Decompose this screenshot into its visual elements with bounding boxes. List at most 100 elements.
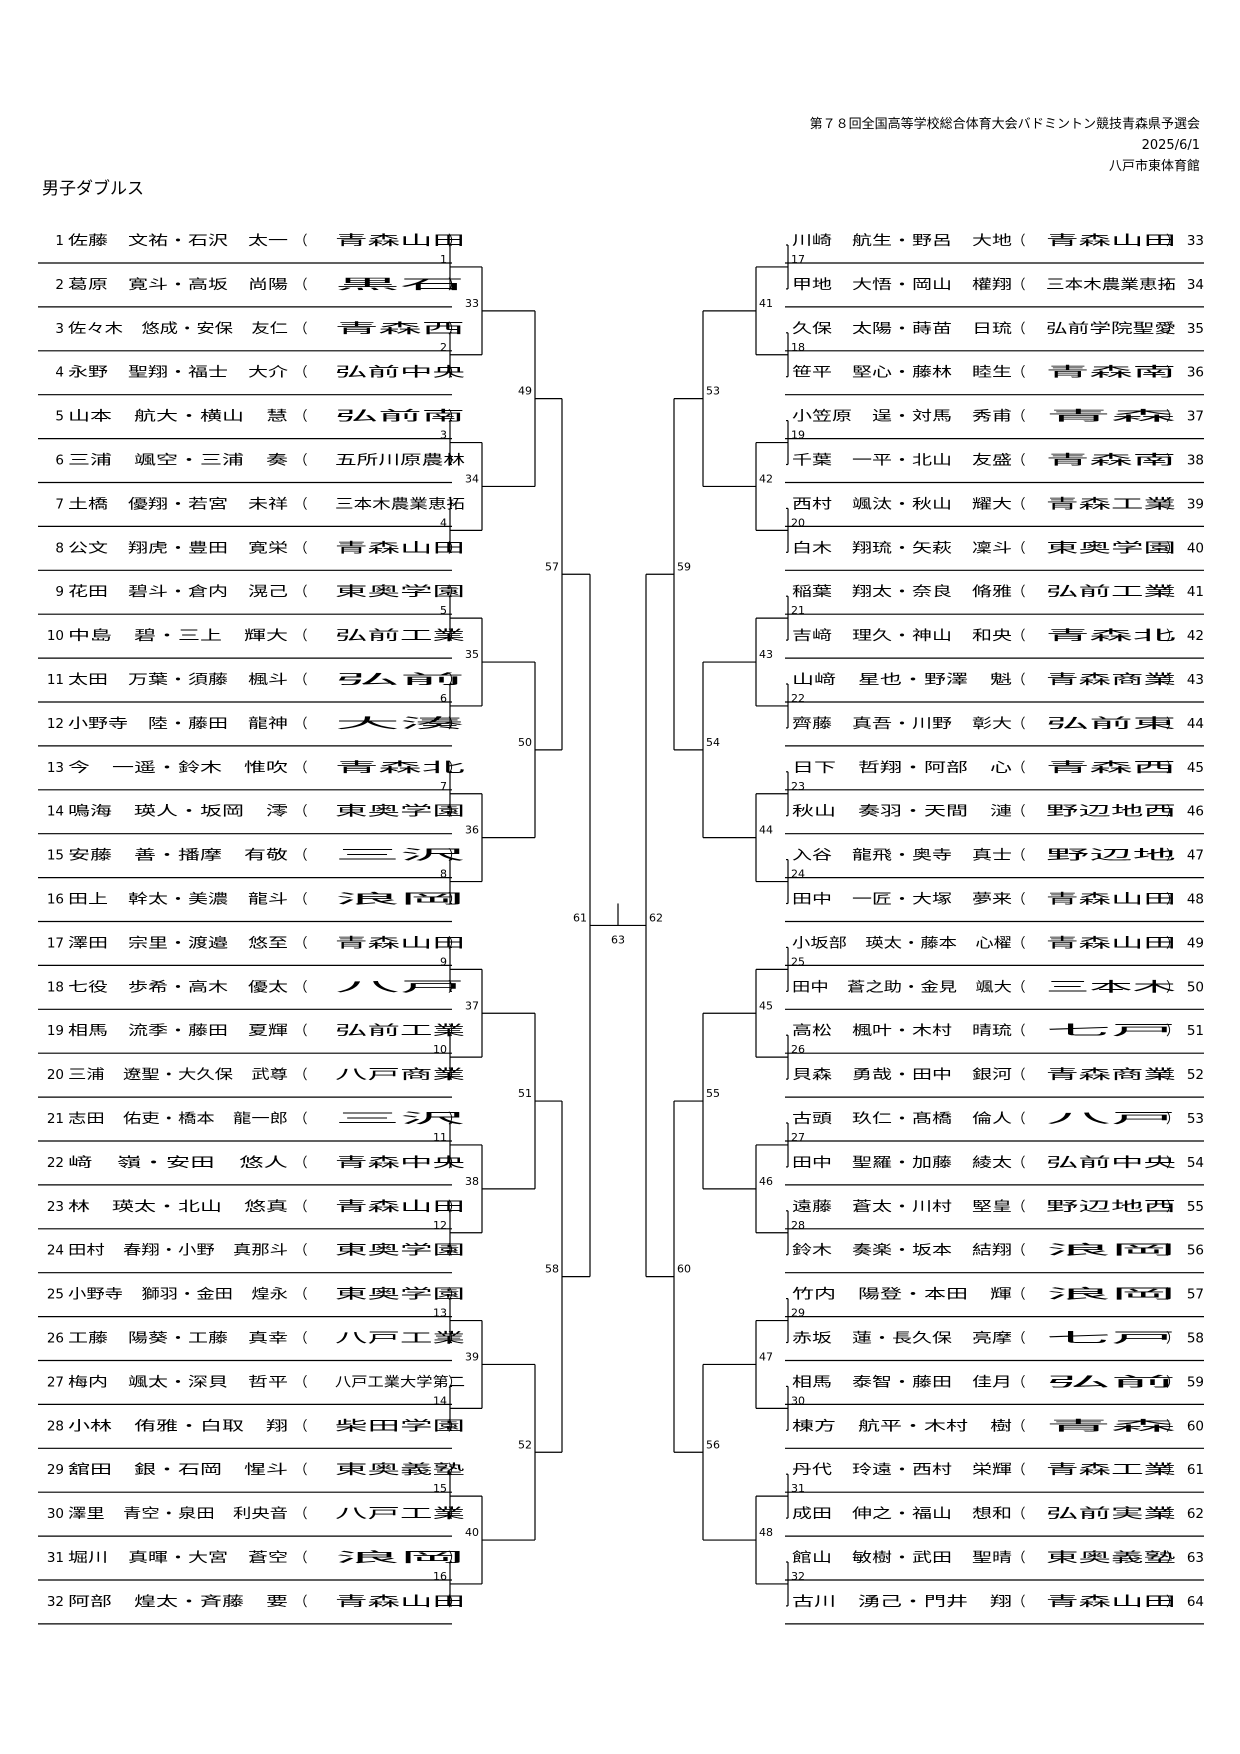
entry-players: 山本 航大・横山 慧 bbox=[68, 409, 288, 425]
entry-seed: 21 bbox=[47, 1111, 64, 1127]
entry-seed: 60 bbox=[1187, 1418, 1204, 1434]
entry-seed: 5 bbox=[55, 409, 64, 425]
entry-school: 青森山田 bbox=[335, 233, 465, 249]
entry-seed: 56 bbox=[1187, 1243, 1204, 1259]
entry-paren-open: （ bbox=[1012, 1331, 1026, 1347]
entry-players: 佐々木 悠成・安保 友仁 bbox=[68, 321, 288, 337]
entry-school: 東奥義塾 bbox=[1046, 1549, 1176, 1566]
entry-school: 八戸 bbox=[1046, 1111, 1176, 1127]
entry-players: 貝森 勇哉・田中 銀河 bbox=[792, 1067, 1013, 1083]
entry-players: 今 一遥・鈴木 惟吹 bbox=[68, 760, 289, 776]
entry-school: 青森西 bbox=[1046, 760, 1176, 776]
match-number: 17 bbox=[791, 253, 805, 266]
entry-school: 八戸 bbox=[335, 979, 465, 995]
tournament-venue: 八戸市東体育館 bbox=[1108, 159, 1200, 174]
match-number: 56 bbox=[706, 1438, 720, 1451]
entry-paren-open: （ bbox=[1012, 892, 1026, 908]
entry-players: 山﨑 星也・野澤 魁 bbox=[792, 672, 1013, 688]
entry-school: 三沢 bbox=[335, 1111, 467, 1127]
match-number: 13 bbox=[433, 1307, 447, 1320]
entry-school: 大湊 bbox=[335, 715, 467, 732]
entry-paren-open: （ bbox=[294, 628, 308, 644]
entry-players: 中島 碧・三上 輝大 bbox=[68, 628, 288, 644]
match-number: 7 bbox=[440, 780, 447, 793]
entry-seed: 49 bbox=[1187, 935, 1204, 951]
entry-school: 青森南 bbox=[1046, 453, 1176, 469]
entry-paren-close: ） bbox=[1166, 979, 1180, 995]
entry-paren-open: （ bbox=[1012, 584, 1026, 600]
entry-school: 青森中央 bbox=[335, 1155, 466, 1171]
tournament-date: 2025/6/1 bbox=[1141, 138, 1200, 153]
entry-seed: 25 bbox=[47, 1287, 64, 1303]
match-number: 19 bbox=[791, 429, 805, 442]
entry-players: 丹代 玲遠・西村 栄輝 bbox=[792, 1462, 1012, 1478]
entry-seed: 10 bbox=[47, 628, 64, 644]
entry-paren-close: ） bbox=[1166, 409, 1180, 425]
match-number: 25 bbox=[791, 955, 805, 968]
entry-paren-open: （ bbox=[294, 760, 308, 776]
entry-seed: 2 bbox=[55, 277, 64, 293]
entry-school: 五所川原農林 bbox=[335, 453, 466, 469]
entry-paren-open: （ bbox=[294, 365, 308, 381]
entry-seed: 31 bbox=[47, 1550, 64, 1566]
match-number: 5 bbox=[440, 604, 447, 617]
entry-paren-open: （ bbox=[1012, 233, 1026, 249]
entry-school: 柴田学園 bbox=[335, 1418, 465, 1434]
entry-paren-open: （ bbox=[1012, 453, 1026, 469]
entry-paren-open: （ bbox=[294, 1506, 308, 1522]
entry-seed: 28 bbox=[47, 1418, 64, 1434]
entry-paren-close: ） bbox=[1166, 1550, 1180, 1566]
entry-school: 東奥学園 bbox=[1046, 539, 1176, 556]
match-number: 9 bbox=[440, 955, 447, 968]
entry-players: 竹内 陽登・本田 輝 bbox=[792, 1287, 1012, 1303]
entry-players: 相馬 流季・藤田 夏輝 bbox=[68, 1023, 288, 1039]
entry-school: 三本木農業恵拓 bbox=[335, 496, 465, 512]
entry-seed: 63 bbox=[1187, 1550, 1204, 1566]
entry-school: 弘前南 bbox=[335, 408, 465, 425]
entry-school: 弘前工業 bbox=[335, 627, 466, 644]
match-number: 8 bbox=[440, 868, 447, 881]
entry-school: 野辺地 bbox=[1046, 848, 1178, 864]
entry-paren-open: （ bbox=[294, 409, 308, 425]
entry-school: 野辺地西 bbox=[1046, 1199, 1176, 1215]
entry-paren-close: ） bbox=[1166, 540, 1180, 556]
entry-school: 青森 bbox=[1046, 1418, 1178, 1434]
final-match-number: 63 bbox=[611, 933, 625, 946]
entry-paren-open: （ bbox=[294, 848, 308, 864]
entry-seed: 57 bbox=[1187, 1287, 1204, 1303]
entry-school: 野辺地西 bbox=[1046, 804, 1176, 820]
match-number: 46 bbox=[759, 1175, 773, 1188]
entry-seed: 59 bbox=[1187, 1374, 1204, 1390]
entry-players: 七役 歩希・高木 優太 bbox=[68, 978, 289, 995]
entry-players: 白木 翔琉・矢萩 凜斗 bbox=[792, 540, 1012, 556]
entry-players: 舘田 銀・石岡 惺斗 bbox=[68, 1461, 288, 1478]
entry-paren-close: ） bbox=[1166, 277, 1180, 293]
entry-paren-open: （ bbox=[1012, 979, 1026, 995]
entry-players: 遠藤 蒼太・川村 堅皇 bbox=[792, 1199, 1012, 1215]
entry-paren-close: ） bbox=[1166, 1155, 1180, 1171]
entry-paren-open: （ bbox=[294, 1111, 308, 1127]
entry-paren-open: （ bbox=[294, 496, 308, 512]
entry-school: 七戸 bbox=[1046, 1023, 1176, 1039]
entry-paren-close: ） bbox=[1166, 453, 1180, 469]
entry-seed: 24 bbox=[47, 1243, 64, 1259]
entry-school: 青森工業 bbox=[1046, 496, 1177, 512]
entry-seed: 58 bbox=[1187, 1331, 1204, 1347]
entry-players: 阿部 煌太・斉藤 要 bbox=[68, 1594, 288, 1610]
entry-paren-open: （ bbox=[1012, 496, 1026, 512]
entry-players: 田中 一匠・大塚 夢来 bbox=[792, 892, 1013, 908]
match-number: 4 bbox=[440, 516, 447, 529]
match-number: 40 bbox=[465, 1526, 479, 1539]
entry-players: 小野寺 獅羽・金田 煌永 bbox=[68, 1287, 289, 1303]
entry-paren-open: （ bbox=[1012, 1067, 1026, 1083]
entry-school: 青森山田 bbox=[1046, 892, 1176, 908]
entry-school: 三本木農業恵拓 bbox=[1046, 277, 1176, 293]
entry-seed: 46 bbox=[1187, 804, 1204, 820]
entry-seed: 8 bbox=[55, 540, 64, 556]
entry-paren-open: （ bbox=[294, 935, 308, 951]
entry-players: 赤坂 蓮・長久保 亮摩 bbox=[792, 1330, 1012, 1347]
entry-school: 青森南 bbox=[1046, 365, 1176, 381]
match-number: 45 bbox=[759, 999, 773, 1012]
entry-paren-close: ） bbox=[1166, 848, 1180, 864]
